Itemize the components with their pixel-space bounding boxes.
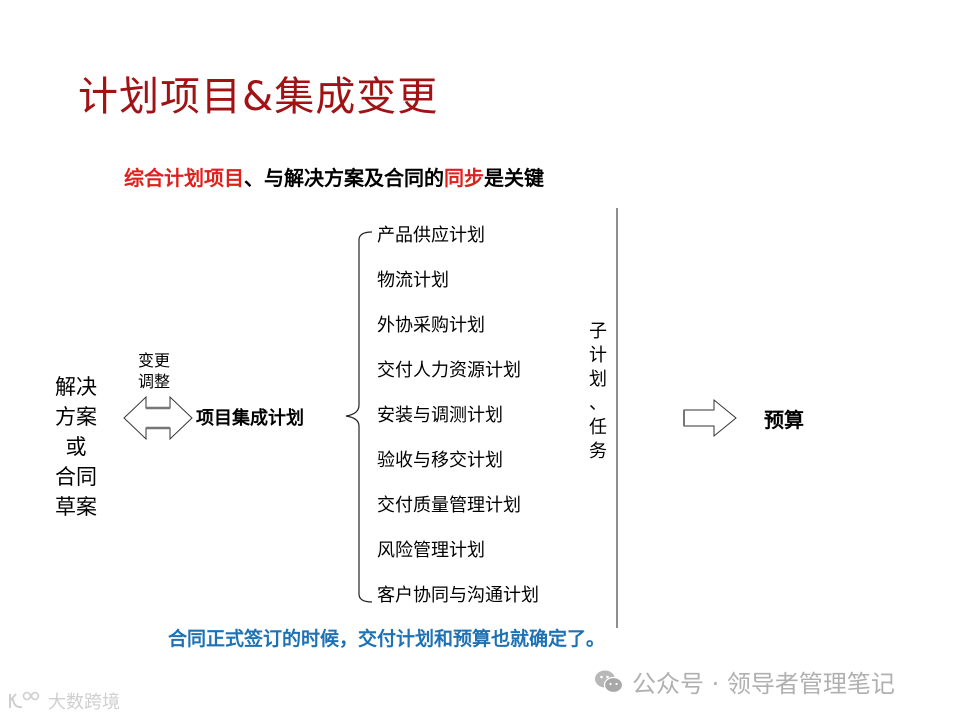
list-item: 客户协同与沟通计划 bbox=[377, 585, 539, 606]
text-line: 或 bbox=[65, 435, 87, 459]
text-char: 计 bbox=[589, 345, 607, 366]
right-arrow-icon bbox=[683, 398, 737, 438]
text-line: 方案 bbox=[55, 405, 97, 429]
list-item: 交付质量管理计划 bbox=[377, 495, 521, 516]
text-char: 、 bbox=[589, 393, 607, 414]
list-item: 外协采购计划 bbox=[377, 315, 485, 336]
subtitle-part: 、与解决方案及合同的 bbox=[244, 166, 444, 190]
subtitle-part: 综合计划项目 bbox=[124, 166, 244, 190]
text-line: 合同 bbox=[55, 465, 97, 489]
subtitle: 综合计划项目、与解决方案及合同的同步是关键 bbox=[124, 162, 544, 191]
list-item: 物流计划 bbox=[377, 270, 449, 291]
text-line: 调整 bbox=[137, 372, 170, 391]
text-line: 变更 bbox=[137, 351, 170, 370]
text-line: 草案 bbox=[55, 495, 97, 519]
watermark-text: 公众号 · 领导者管理笔记 bbox=[632, 670, 895, 698]
text-char: 任 bbox=[589, 417, 607, 438]
watermark-text: 大数跨境 bbox=[48, 692, 120, 713]
wechat-icon bbox=[595, 670, 624, 693]
logo-watermark: 大数跨境 bbox=[8, 688, 120, 714]
text-char: 务 bbox=[589, 441, 607, 462]
list-item: 交付人力资源计划 bbox=[377, 360, 521, 381]
list-item: 安装与调测计划 bbox=[377, 405, 503, 426]
list-item: 产品供应计划 bbox=[377, 225, 485, 246]
sub-plans-tasks-label: 子 计 划 、 任 务 bbox=[586, 320, 610, 464]
wechat-watermark: 公众号 · 领导者管理笔记 bbox=[594, 664, 895, 699]
text-char: 划 bbox=[589, 369, 607, 390]
text-line: 解决 bbox=[55, 375, 97, 399]
logo-icon bbox=[9, 691, 40, 709]
double-arrow-icon bbox=[123, 395, 193, 441]
list-item: 验收与移交计划 bbox=[377, 450, 503, 471]
change-adjust-label: 变更 调整 bbox=[132, 350, 176, 392]
subtitle-part: 同步 bbox=[444, 166, 484, 190]
integrated-plan-node: 项目集成计划 bbox=[196, 408, 304, 429]
solution-or-contract-draft: 解决 方案 或 合同 草案 bbox=[46, 372, 106, 522]
brace-icon bbox=[345, 231, 373, 603]
text-char: 子 bbox=[589, 321, 607, 342]
bottom-note: 合同正式签订的时候，交付计划和预算也就确定了。 bbox=[168, 628, 606, 650]
subtitle-part: 是关键 bbox=[484, 166, 544, 190]
page-title: 计划项目&集成变更 bbox=[78, 74, 439, 120]
budget-node: 预算 bbox=[764, 408, 804, 432]
list-item: 风险管理计划 bbox=[377, 540, 485, 561]
